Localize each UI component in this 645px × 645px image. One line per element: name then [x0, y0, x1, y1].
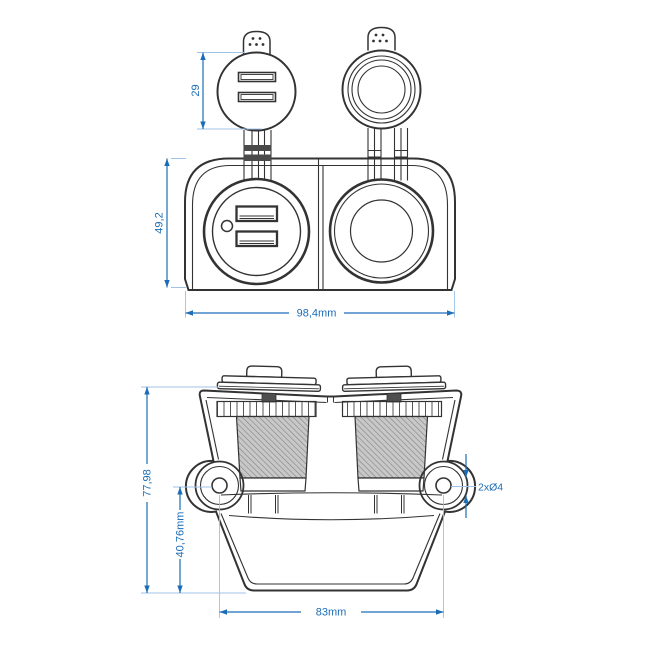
interior-detail — [220, 492, 443, 521]
arrowheads — [144, 387, 469, 615]
usb-port-slot — [235, 205, 279, 248]
extension-lines — [171, 52, 455, 318]
dimension-lines — [166, 52, 455, 314]
dim-hole-center-height-label: 40,76mm — [175, 512, 187, 558]
side-view: 77,98 40,76mm 2xØ4 83mm — [141, 365, 503, 619]
screw-hole-right — [435, 477, 452, 494]
led-indicator — [220, 219, 234, 233]
mounting-nut-right — [341, 393, 443, 418]
side-cap-left — [216, 365, 322, 392]
cap-vent-dots — [248, 37, 265, 46]
dim-panel-width-label: 98,4mm — [297, 308, 337, 320]
dim-panel-height-label: 49,2 — [154, 212, 166, 233]
lighter-socket — [328, 178, 435, 284]
cap-usb-slots — [237, 71, 277, 103]
usb-cap-strap — [243, 130, 272, 181]
panel-divider — [317, 158, 324, 290]
side-cap-right — [341, 365, 447, 392]
mounting-ear-right — [418, 460, 469, 511]
dim-cap-height-label: 29 — [190, 84, 202, 96]
housing-body — [184, 389, 477, 592]
cap-vent-dots — [372, 33, 388, 43]
usb-socket-cap — [216, 30, 297, 132]
dim-mounting-holes-label: 2xØ4 — [478, 482, 503, 494]
front-view-dimensions: 29 49,2 98,4mm — [154, 52, 455, 320]
dim-overall-height-label: 77,98 — [142, 469, 154, 497]
arrowheads — [164, 52, 455, 316]
side-view-dimensions: 77,98 40,76mm 2xØ4 83mm — [141, 386, 503, 619]
lighter-cap-strap — [367, 128, 409, 181]
socket-barrel-right — [354, 415, 429, 492]
socket-barrel-left — [235, 415, 310, 492]
screw-hole-left — [211, 477, 228, 494]
lighter-socket-cap — [341, 26, 422, 130]
front-view: 29 49,2 98,4mm — [154, 26, 456, 320]
usb-socket — [202, 177, 311, 286]
dim-hole-spacing-label: 83mm — [316, 607, 347, 619]
